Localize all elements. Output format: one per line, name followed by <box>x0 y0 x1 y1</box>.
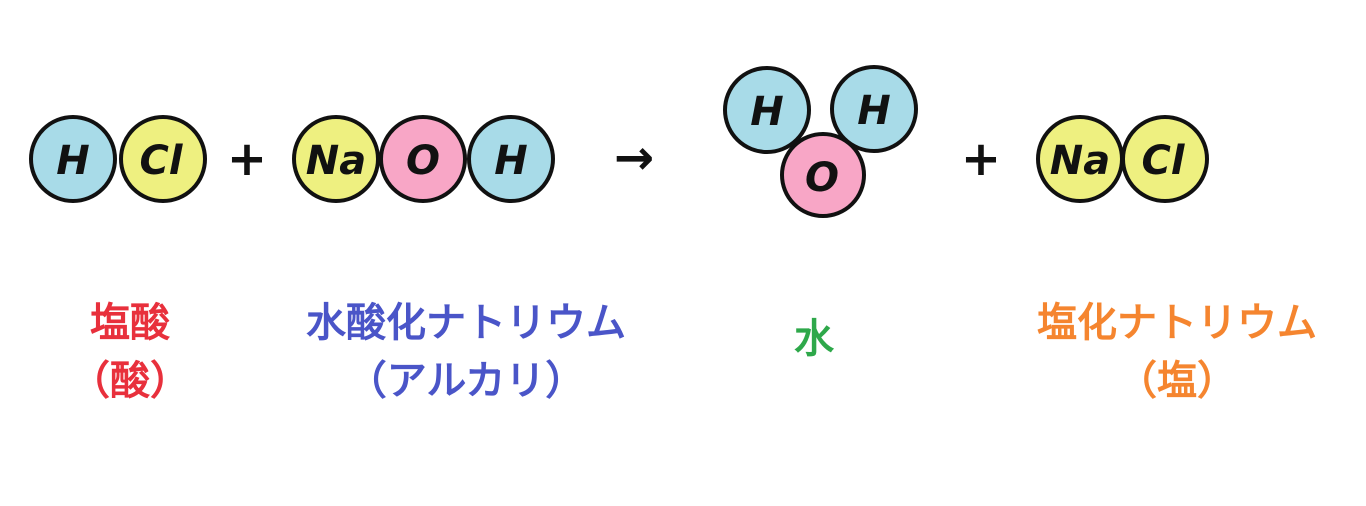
plus-sign-1: + <box>227 131 267 187</box>
hcl-atom-cl <box>119 115 207 203</box>
naoh-atom-na-label: Na <box>306 138 366 184</box>
nacl-name: 塩化ナトリウム <box>1037 300 1317 346</box>
reaction-arrow: → <box>614 130 654 186</box>
hcl-atom-cl-label: Cl <box>139 138 183 184</box>
nacl-type: （塩） <box>1117 358 1237 404</box>
water-atom-h-right <box>830 65 918 153</box>
water-atom-h-right-label: H <box>857 88 890 134</box>
water-atom-o-label: O <box>805 155 839 201</box>
naoh-caption: 水酸化ナトリウム （アルカリ） <box>266 294 666 410</box>
nacl-molecule: Na Cl <box>1036 115 1209 203</box>
nacl-atom-na-label: Na <box>1050 138 1110 184</box>
water-molecule: O H H <box>723 65 918 218</box>
plus-sign-2: + <box>961 131 1001 187</box>
naoh-atom-h <box>467 115 555 203</box>
hcl-type: （酸） <box>70 358 190 404</box>
nacl-caption: 塩化ナトリウム （塩） <box>1000 294 1354 410</box>
hcl-caption: 塩酸 （酸） <box>20 294 240 410</box>
naoh-atom-o <box>379 115 467 203</box>
hcl-name: 塩酸 <box>90 300 170 346</box>
naoh-atom-na <box>292 115 380 203</box>
naoh-name: 水酸化ナトリウム <box>306 300 626 346</box>
nacl-atom-cl-label: Cl <box>1141 138 1185 184</box>
hcl-molecule: H Cl <box>29 115 207 203</box>
naoh-atom-h-label: H <box>494 138 527 184</box>
nacl-atom-cl <box>1121 115 1209 203</box>
water-caption: 水 <box>754 310 874 368</box>
water-name: 水 <box>794 316 834 362</box>
water-atom-h-left <box>723 66 811 154</box>
water-atom-o <box>780 132 866 218</box>
water-atom-h-left-label: H <box>750 89 783 135</box>
hcl-atom-h-label: H <box>56 138 89 184</box>
naoh-type: （アルカリ） <box>346 358 586 404</box>
naoh-molecule: Na O H <box>292 115 555 203</box>
hcl-atom-h <box>29 115 117 203</box>
naoh-atom-o-label: O <box>406 138 440 184</box>
